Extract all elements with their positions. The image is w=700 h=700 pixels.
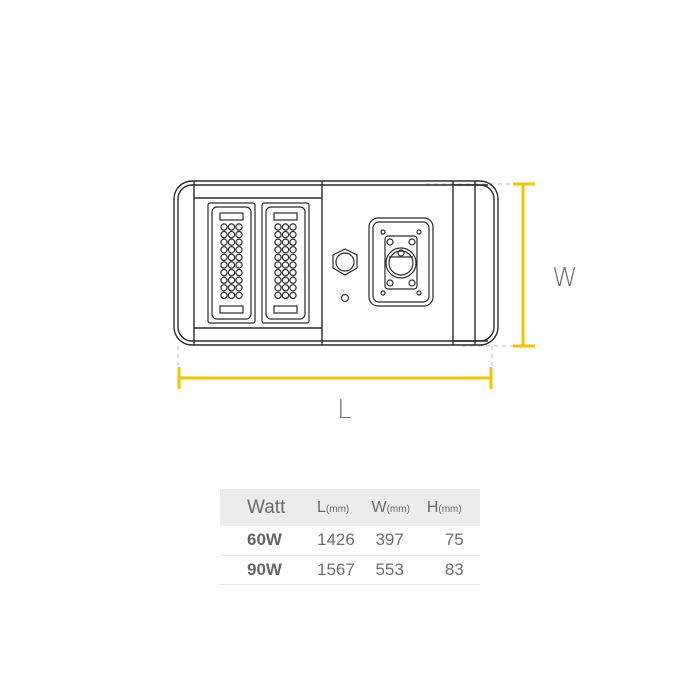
led-pin <box>281 230 290 239</box>
header-height-unit: (mm) <box>438 503 462 515</box>
spec-table: Watt L(mm) W(mm) H(mm) 60W 1426 397 75 9… <box>220 489 480 585</box>
led-pin <box>220 268 228 277</box>
led-pin <box>235 268 243 277</box>
header-width: W(mm) <box>371 489 426 526</box>
led-pin <box>289 268 297 277</box>
led-pin <box>235 276 243 284</box>
led-pin <box>274 223 282 231</box>
led-pin <box>274 246 282 254</box>
header-watt: Watt <box>247 496 286 518</box>
led-pin <box>274 261 282 269</box>
led-pin <box>220 276 228 284</box>
header-length-label: L <box>317 498 326 516</box>
led-pin <box>235 246 243 254</box>
dimension-line-width <box>513 182 535 348</box>
cell-watt: 60W <box>247 530 282 550</box>
cell-height: 83 <box>444 559 464 579</box>
led-pin <box>281 223 290 231</box>
led-pin <box>281 291 290 300</box>
led-pin <box>289 230 297 239</box>
led-pin <box>289 238 297 246</box>
led-pin <box>220 261 228 269</box>
table-row: 90W 1567 553 83 <box>220 555 480 584</box>
led-pin <box>274 230 282 239</box>
led-pin <box>274 268 282 277</box>
led-pin <box>281 246 290 254</box>
led-pin <box>289 261 297 269</box>
led-pin <box>289 246 297 254</box>
led-pin <box>220 238 228 246</box>
led-pin <box>235 261 243 269</box>
header-height: H(mm) <box>427 489 480 526</box>
header-length: L(mm) <box>317 489 371 526</box>
led-pin <box>220 230 228 239</box>
led-pin <box>227 223 236 231</box>
led-pin <box>220 223 228 231</box>
led-pin <box>227 284 236 292</box>
led-pin <box>289 276 297 284</box>
led-pin <box>235 291 243 300</box>
led-pin <box>274 238 282 246</box>
header-width-label: W <box>371 498 387 516</box>
led-pin <box>235 253 243 262</box>
led-pin <box>227 276 236 284</box>
led-module-left <box>207 202 256 324</box>
led-pin <box>235 238 243 246</box>
led-pin <box>220 253 228 262</box>
led-pin <box>281 284 290 292</box>
led-pin <box>281 261 290 269</box>
led-pin <box>227 230 236 239</box>
led-pin <box>274 253 282 262</box>
led-pin <box>220 284 228 292</box>
led-pin <box>274 284 282 292</box>
led-pin <box>235 223 243 231</box>
table-row: 60W 1426 397 75 <box>220 526 480 555</box>
power-connector-icon <box>368 217 434 307</box>
header-length-unit: (mm) <box>325 503 350 515</box>
cell-watt: 90W <box>247 559 282 579</box>
spec-table-header-row: Watt L(mm) W(mm) H(mm) <box>220 489 480 526</box>
led-pin <box>227 253 236 262</box>
cell-length: 1567 <box>317 559 355 579</box>
led-pin <box>227 261 236 269</box>
led-pin <box>220 291 228 300</box>
led-pin <box>281 253 290 262</box>
led-pin <box>289 223 297 231</box>
cable-gland-icon <box>332 248 358 276</box>
led-pin <box>281 238 290 246</box>
header-height-label: H <box>426 498 439 516</box>
extension-lines <box>177 183 518 368</box>
led-pin <box>274 276 282 284</box>
dimension-line-length <box>177 367 493 389</box>
led-pin <box>281 276 290 284</box>
led-pin <box>227 246 236 254</box>
led-pin <box>227 268 236 277</box>
length-dimension-label: L <box>337 395 352 425</box>
led-module-right <box>261 202 310 324</box>
led-pin <box>289 291 297 300</box>
led-pin <box>289 253 297 262</box>
led-pin <box>227 291 236 300</box>
width-dimension-label: W <box>552 263 578 293</box>
led-pin <box>227 238 236 246</box>
cell-length: 1426 <box>317 530 355 550</box>
led-pin <box>281 268 290 277</box>
led-pin <box>220 246 228 254</box>
cell-height: 75 <box>444 530 464 550</box>
led-pin <box>274 291 282 300</box>
indicator-hole-icon <box>340 293 350 303</box>
cell-width: 553 <box>375 559 404 579</box>
led-pin <box>289 284 297 292</box>
led-pin <box>235 230 243 239</box>
header-width-unit: (mm) <box>386 503 410 515</box>
cell-width: 397 <box>375 530 404 550</box>
housing <box>173 180 499 346</box>
led-pin <box>235 284 243 292</box>
